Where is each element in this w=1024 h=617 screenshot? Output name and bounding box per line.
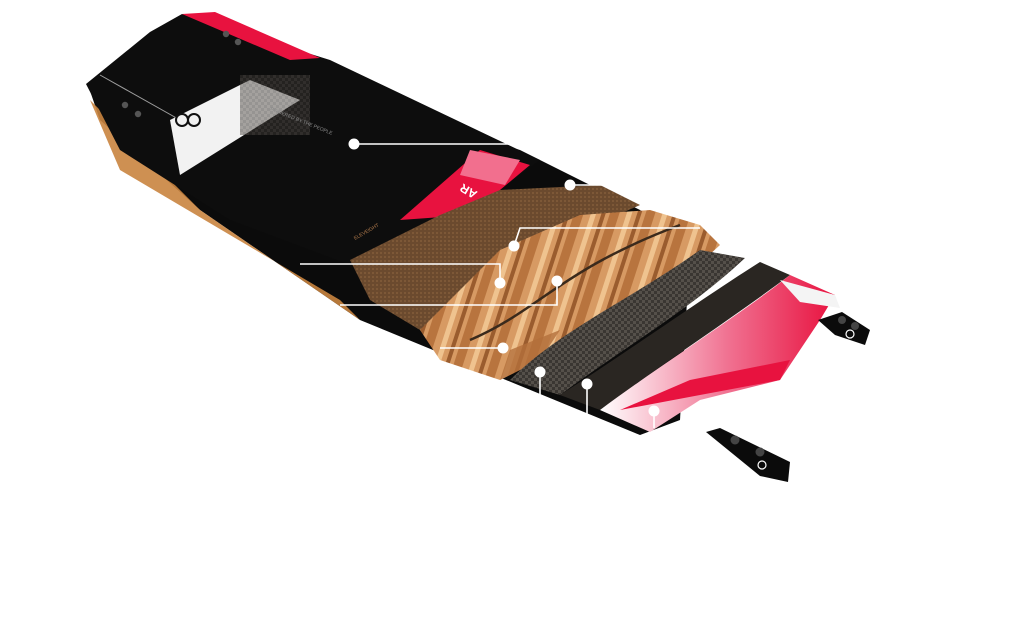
fin-right bbox=[818, 312, 870, 345]
fin-bottom bbox=[706, 428, 790, 482]
